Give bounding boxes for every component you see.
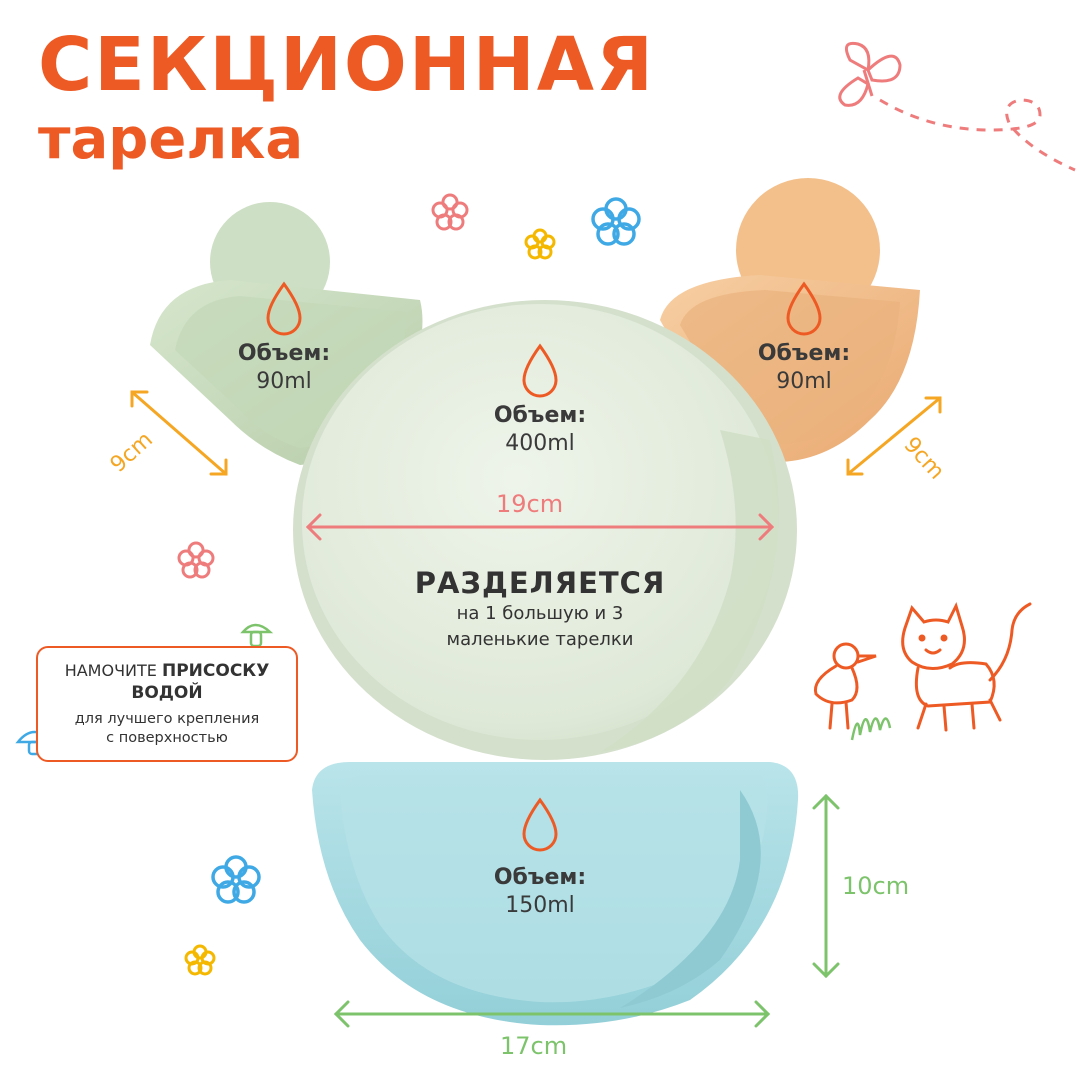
- drop-icon: [522, 343, 558, 398]
- split-line-2: маленькие тарелки: [446, 629, 634, 651]
- page-subtitle: тарелка: [38, 107, 304, 172]
- blue-plate: [312, 762, 799, 1026]
- mushroom-icon: [240, 623, 274, 648]
- center-volume-key: Объем:: [493, 403, 587, 428]
- green-volume-value: 90ml: [256, 368, 312, 394]
- flower-icon: [431, 193, 469, 231]
- center-volume-label: Объем: 400ml: [470, 402, 610, 457]
- split-heading: РАЗДЕЛЯЕТСЯ: [414, 566, 666, 600]
- blue-volume-value: 150ml: [505, 892, 575, 918]
- green-volume-key: Объем:: [237, 341, 331, 366]
- split-line-1: на 1 большую и 3: [456, 603, 624, 624]
- drop-icon: [786, 281, 822, 336]
- drop-icon: [266, 281, 302, 336]
- flower-icon: [184, 944, 216, 976]
- tip-line-1: НАМОЧИТЕ ПРИСОСКУ ВОДОЙ: [38, 660, 296, 704]
- orange-volume-key: Объем:: [757, 341, 851, 366]
- blue-volume-label: Объем: 150ml: [470, 864, 610, 919]
- tip-bold-1: ПРИСОСКУ: [161, 661, 270, 681]
- butterfly-icon: [838, 41, 1076, 172]
- tip-bold-2: ВОДОЙ: [131, 683, 203, 704]
- flower-icon: [524, 228, 556, 260]
- tip-prefix: НАМОЧИТЕ: [64, 661, 157, 680]
- flower-icon: [591, 197, 641, 246]
- drop-icon: [522, 797, 558, 852]
- page-title: СЕКЦИОННАЯ: [38, 22, 655, 108]
- center-plate: [293, 300, 797, 760]
- orange-volume-label: Объем: 90ml: [734, 340, 874, 395]
- dim-arrow-center: [305, 513, 775, 541]
- blue-volume-key: Объем:: [493, 865, 587, 890]
- dim-arrow-green: [130, 390, 228, 476]
- flower-icon: [177, 541, 215, 579]
- split-feature: РАЗДЕЛЯЕТСЯ на 1 большую и 3 маленькие т…: [370, 566, 710, 653]
- tip-line-3: с поверхностью: [106, 730, 228, 747]
- cat-doodle: [901, 601, 1032, 732]
- flower-icon: [211, 855, 261, 904]
- tip-line-2: для лучшего крепления: [74, 711, 260, 728]
- green-volume-label: Объем: 90ml: [214, 340, 354, 395]
- grass-doodle: [850, 717, 892, 741]
- center-diameter-dim: 19cm: [496, 490, 564, 518]
- bird-doodle: [813, 642, 877, 730]
- dim-arrow-orange: [846, 396, 942, 476]
- dim-arrow-blue-height: [812, 793, 840, 979]
- blue-width-dim: 17cm: [500, 1032, 568, 1060]
- suction-tip-box: НАМОЧИТЕ ПРИСОСКУ ВОДОЙ для лучшего креп…: [36, 646, 298, 762]
- orange-volume-value: 90ml: [776, 368, 832, 394]
- dim-arrow-blue-width: [333, 1000, 771, 1028]
- blue-height-dim: 10cm: [842, 872, 910, 900]
- center-volume-value: 400ml: [505, 430, 575, 456]
